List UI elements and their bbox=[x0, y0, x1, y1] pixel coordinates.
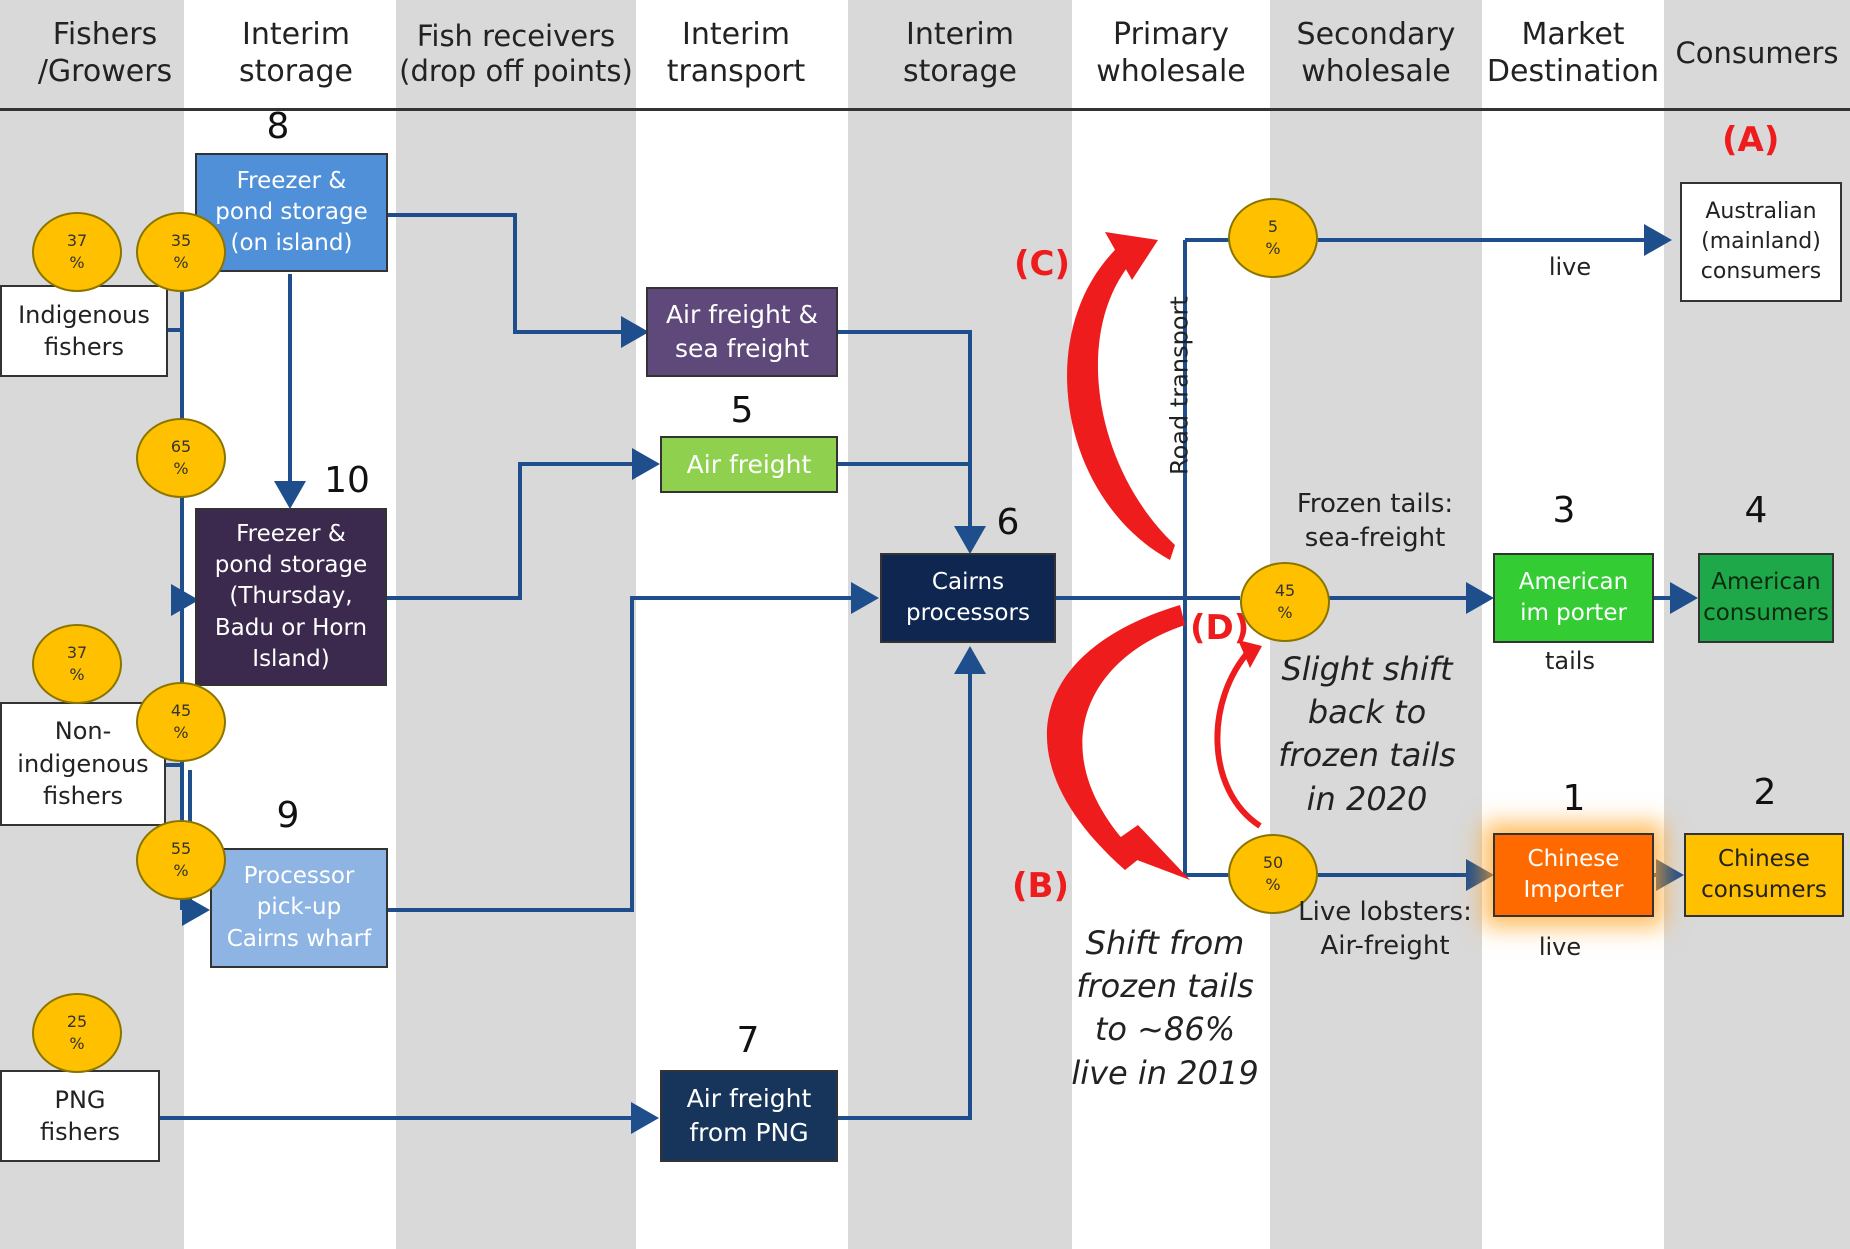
link-thursday-airfreight bbox=[387, 448, 660, 600]
label-shift-frozen: Shift from frozen tails to ~86% live in … bbox=[1071, 924, 1259, 1092]
header-rule bbox=[0, 108, 1850, 111]
link-airpng-cairns bbox=[838, 646, 986, 1120]
percent-indigenous-35: 35 % bbox=[136, 212, 226, 292]
label-slight-shift: Slight shift back to frozen tails in 202… bbox=[1278, 650, 1456, 818]
node-freezer-thursday: Freezer & pond storage (Thursday, Badu o… bbox=[195, 508, 387, 686]
header-fishers: Fishers /Growers bbox=[37, 17, 173, 89]
label-frozen-tails: Frozen tails: sea-freight bbox=[1296, 489, 1454, 553]
percent-america-45: 45 % bbox=[1240, 562, 1330, 642]
header-interim-storage-2: Interim storage bbox=[903, 17, 1017, 89]
number-10: 10 bbox=[324, 460, 370, 501]
header-market-destination: Market Destination bbox=[1486, 17, 1660, 89]
percent-non-indigenous-55: 55 % bbox=[136, 820, 226, 900]
link-airsea-cairns bbox=[838, 330, 986, 554]
label-road-transport: Road transport bbox=[1165, 296, 1194, 475]
node-air-freight: Air freight bbox=[660, 436, 838, 493]
marker-a: (A) bbox=[1722, 120, 1780, 160]
node-chinese-importer: Chinese Importer bbox=[1493, 833, 1654, 917]
number-6: 6 bbox=[996, 502, 1020, 543]
node-chinese-consumers: Chinese consumers bbox=[1684, 833, 1844, 917]
link-processor-cairns bbox=[388, 582, 879, 912]
column-shade-interim-transport bbox=[636, 0, 848, 1249]
header-fish-receivers: Fish receivers (drop off points) bbox=[399, 18, 633, 88]
number-1: 1 bbox=[1562, 778, 1586, 819]
header-consumers: Consumers bbox=[1675, 36, 1839, 71]
arrow-b-head bbox=[1105, 825, 1190, 880]
number-2: 2 bbox=[1753, 772, 1777, 813]
arrow-d-head bbox=[1238, 640, 1262, 668]
column-shade-fish-receivers bbox=[396, 0, 636, 1249]
arrow-c-curve bbox=[1067, 245, 1175, 560]
percent-indigenous-65: 65 % bbox=[136, 418, 226, 498]
marker-c: (C) bbox=[1014, 244, 1071, 284]
number-8: 8 bbox=[266, 106, 290, 147]
node-air-sea-freight: Air freight & sea freight bbox=[646, 287, 838, 377]
header-interim-storage-1: Interim storage bbox=[239, 17, 353, 89]
label-tails: tails bbox=[1545, 647, 1595, 675]
percent-australia-5: 5 % bbox=[1228, 198, 1318, 278]
label-live-lobsters: Live lobsters: Air-freight bbox=[1298, 897, 1472, 961]
node-cairns-processors: Cairns processors bbox=[880, 553, 1056, 643]
header-interim-transport: Interim transport bbox=[666, 17, 806, 89]
number-4: 4 bbox=[1744, 490, 1768, 531]
node-processor-pickup: Processor pick-up Cairns wharf bbox=[210, 848, 388, 968]
number-9: 9 bbox=[276, 795, 300, 836]
node-australian-consumers: Australian (mainland) consumers bbox=[1680, 182, 1842, 302]
label-live-bottom: live bbox=[1538, 933, 1582, 961]
node-freezer-on-island: Freezer & pond storage (on island) bbox=[195, 153, 388, 272]
percent-non-indigenous-37: 37 % bbox=[32, 624, 122, 704]
arrow-b-curve bbox=[1046, 605, 1185, 870]
percent-indigenous-37: 37 % bbox=[32, 212, 122, 292]
arrow-c-head bbox=[1105, 232, 1158, 280]
marker-b: (B) bbox=[1012, 866, 1069, 906]
label-live-top: live bbox=[1548, 253, 1592, 281]
node-american-consumers: American consumers bbox=[1698, 553, 1834, 643]
header-secondary-wholesale: Secondary wholesale bbox=[1296, 17, 1456, 89]
number-7: 7 bbox=[736, 1020, 760, 1061]
number-5: 5 bbox=[730, 390, 754, 431]
percent-china-50: 50 % bbox=[1228, 834, 1318, 914]
node-american-importer: American im porter bbox=[1493, 553, 1654, 643]
node-indigenous-fishers: Indigenous fishers bbox=[0, 285, 168, 377]
arrow-d-curve bbox=[1214, 647, 1262, 829]
percent-non-indigenous-45: 45 % bbox=[136, 682, 226, 762]
link-freezer-island-out bbox=[388, 213, 649, 348]
number-3: 3 bbox=[1552, 490, 1576, 531]
node-png-fishers: PNG fishers bbox=[0, 1070, 160, 1162]
percent-png-25: 25 % bbox=[32, 993, 122, 1073]
marker-d: (D) bbox=[1190, 608, 1250, 648]
node-air-freight-png: Air freight from PNG bbox=[660, 1070, 838, 1162]
header-primary-wholesale: Primary wholesale bbox=[1096, 17, 1246, 89]
